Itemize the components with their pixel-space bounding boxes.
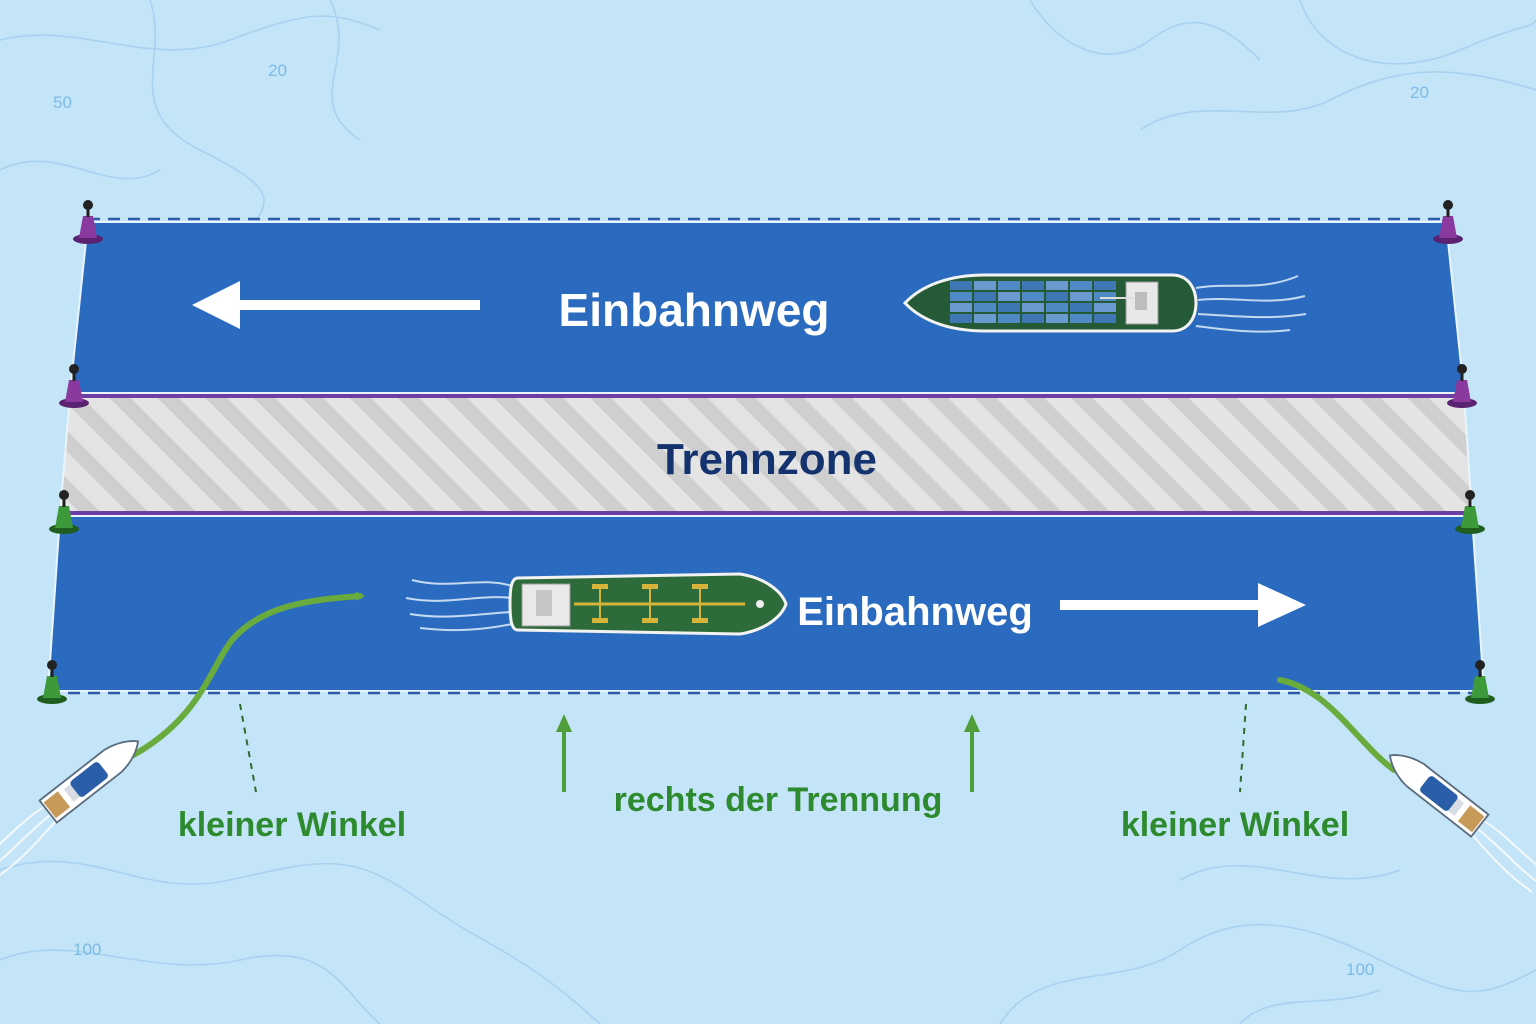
container-box <box>974 303 996 312</box>
tanker-icon <box>405 572 788 636</box>
container-box <box>1094 303 1116 312</box>
course-arrow-left <box>125 591 365 761</box>
arrow-left-icon <box>192 281 480 329</box>
container-box <box>1070 281 1092 290</box>
container-box <box>1046 292 1068 301</box>
annotation-small-angle-left: kleiner Winkel <box>178 806 406 844</box>
container-box <box>974 314 996 323</box>
container-box <box>950 281 972 290</box>
buoy-icon <box>37 660 67 704</box>
buoy-icon <box>1433 200 1463 244</box>
depth-number: 20 <box>268 61 287 80</box>
buoy-icon <box>59 364 89 408</box>
container-box <box>1094 292 1116 301</box>
container-box <box>1094 314 1116 323</box>
container-box <box>1070 314 1092 323</box>
motor-yacht-icon <box>1388 754 1536 894</box>
buoy-icon <box>49 490 79 534</box>
container-box <box>998 314 1020 323</box>
container-box <box>1046 314 1068 323</box>
buoy-icon <box>1465 660 1495 704</box>
lane-label-bottom: Einbahnweg <box>797 590 1033 634</box>
course-line-right <box>1277 677 1397 773</box>
depth-number: 50 <box>53 93 72 112</box>
motor-yacht-icon <box>0 740 140 880</box>
container-box <box>950 303 972 312</box>
container-box <box>1022 292 1044 301</box>
separation-zone-label: Trennzone <box>657 435 877 484</box>
arrow-up-icon <box>964 714 980 792</box>
container-ship-icon <box>902 273 1307 333</box>
lane-label-top: Einbahnweg <box>559 284 830 336</box>
container-box <box>998 292 1020 301</box>
container-box <box>1022 281 1044 290</box>
container-box <box>1094 281 1116 290</box>
container-box <box>1070 303 1092 312</box>
container-box <box>974 281 996 290</box>
buoy-icon <box>73 200 103 244</box>
annotation-small-angle-right: kleiner Winkel <box>1121 806 1349 844</box>
annotation-keep-right: rechts der Trennung <box>614 781 943 819</box>
container-box <box>1022 303 1044 312</box>
container-box <box>998 281 1020 290</box>
container-box <box>950 292 972 301</box>
angle-indicator-right <box>1239 703 1247 793</box>
buoy-icon <box>1447 364 1477 408</box>
container-box <box>1046 303 1068 312</box>
buoy-icon <box>1455 490 1485 534</box>
container-box <box>1070 292 1092 301</box>
angle-indicator-left <box>239 703 257 793</box>
container-box <box>1022 314 1044 323</box>
container-box <box>1046 281 1068 290</box>
container-box <box>998 303 1020 312</box>
arrow-up-icon <box>556 714 572 792</box>
container-stack <box>950 281 1116 323</box>
depth-number: 100 <box>1346 960 1374 979</box>
depth-number: 20 <box>1410 83 1429 102</box>
depth-number: 100 <box>73 940 101 959</box>
container-box <box>974 292 996 301</box>
arrow-right-icon <box>1060 583 1306 627</box>
container-box <box>950 314 972 323</box>
